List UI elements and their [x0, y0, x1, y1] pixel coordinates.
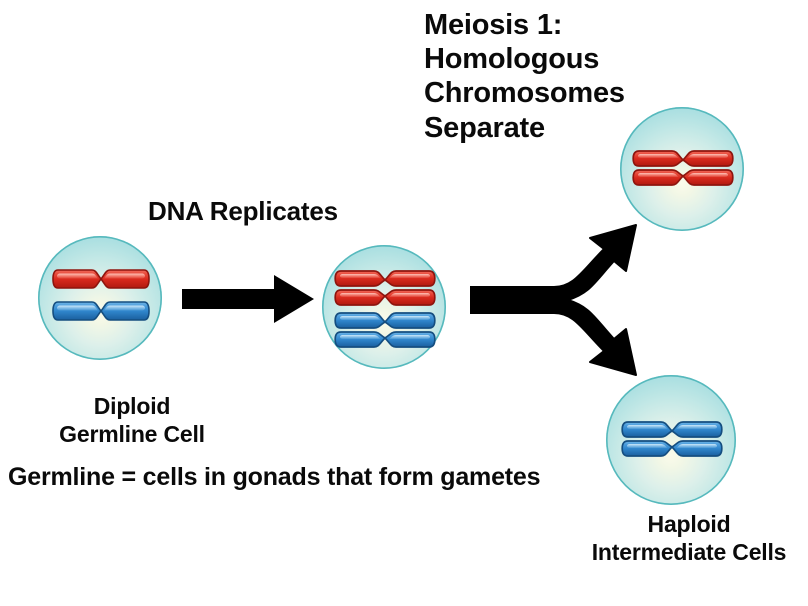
chromosome-red-replicated [334, 270, 436, 306]
cell-diploid-germline [38, 236, 162, 360]
germline-definition-note: Germline = cells in gonads that form gam… [8, 463, 541, 491]
diploid-germline-cell-label: Diploid Germline Cell [59, 393, 205, 447]
cell-haploid-intermediate-bottom [606, 375, 736, 505]
cell-replicated-germline [322, 245, 446, 369]
chromosome-red-replicated [632, 150, 734, 186]
chromosome-blue-replicated [334, 312, 436, 348]
chromosome-red-unreplicated [52, 269, 150, 289]
meiosis1-split-arrow [470, 224, 637, 376]
chromosome-blue-unreplicated [52, 301, 150, 321]
chromosome-blue-replicated [621, 421, 723, 457]
cell-haploid-intermediate-top [620, 107, 744, 231]
haploid-intermediate-cells-label: Haploid Intermediate Cells [591, 511, 787, 565]
dna-replicates-label: DNA Replicates [148, 196, 338, 226]
replication-arrow [182, 275, 314, 323]
diagram-title: Meiosis 1: Homologous Chromosomes Separa… [424, 9, 625, 144]
